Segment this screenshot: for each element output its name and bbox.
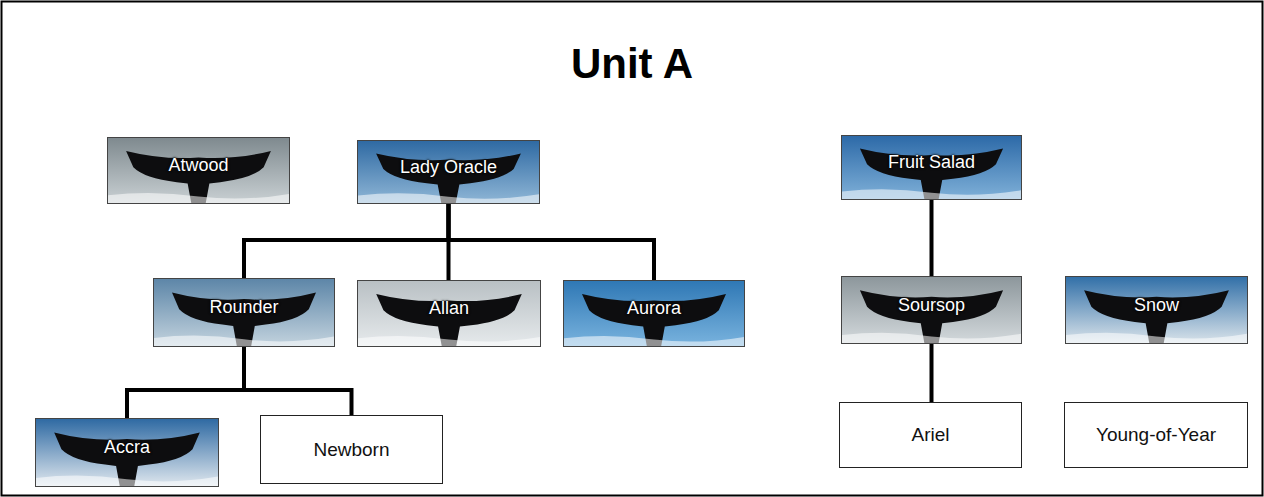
lineage-line bbox=[449, 204, 655, 280]
whale-fluke-box: Rounder bbox=[153, 278, 335, 347]
water-splash bbox=[154, 336, 334, 346]
whale-fluke-box: Aurora bbox=[563, 280, 745, 347]
whale-fluke-box: Atwood bbox=[107, 137, 290, 204]
whale-name: Ariel bbox=[911, 424, 949, 446]
unphotographed-whale-box: Young-of-Year bbox=[1064, 402, 1248, 468]
water-splash bbox=[358, 193, 539, 203]
lineage-line bbox=[127, 347, 244, 418]
lineage-line bbox=[930, 200, 934, 276]
whale-name: Allan bbox=[429, 298, 469, 319]
water-splash bbox=[108, 193, 289, 203]
whale-fluke-box: Fruit Salad bbox=[841, 135, 1022, 200]
water-splash bbox=[1066, 333, 1247, 343]
whale-name: Atwood bbox=[168, 155, 228, 176]
lineage-line bbox=[244, 347, 352, 415]
water-splash bbox=[842, 189, 1021, 199]
whale-name: Soursop bbox=[898, 295, 965, 316]
whale-name: Lady Oracle bbox=[400, 157, 497, 178]
whale-name: Young-of-Year bbox=[1096, 424, 1216, 446]
whale-name: Newborn bbox=[313, 439, 389, 461]
water-splash bbox=[358, 336, 540, 346]
whale-fluke-box: Allan bbox=[357, 280, 541, 347]
whale-name: Accra bbox=[104, 437, 150, 458]
whale-name: Aurora bbox=[627, 298, 681, 319]
whale-fluke-box: Snow bbox=[1065, 276, 1248, 344]
lineage-line bbox=[244, 204, 449, 278]
diagram-title: Unit A bbox=[0, 40, 1264, 88]
whale-name: Fruit Salad bbox=[888, 152, 975, 173]
whale-name: Rounder bbox=[209, 297, 278, 318]
unphotographed-whale-box: Newborn bbox=[260, 415, 443, 484]
unphotographed-whale-box: Ariel bbox=[839, 402, 1022, 468]
water-splash bbox=[842, 333, 1021, 343]
water-splash bbox=[36, 476, 218, 486]
whale-fluke-box: Soursop bbox=[841, 276, 1022, 344]
whale-name: Snow bbox=[1134, 295, 1179, 316]
whale-fluke-box: Lady Oracle bbox=[357, 140, 540, 204]
water-splash bbox=[564, 336, 744, 346]
lineage-line bbox=[930, 344, 934, 402]
whale-fluke-box: Accra bbox=[35, 418, 219, 487]
